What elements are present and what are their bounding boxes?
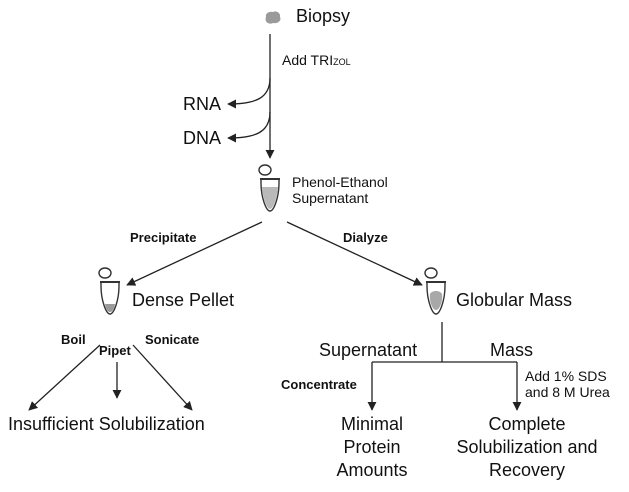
minimal-line3: Amounts: [336, 460, 408, 480]
trizol-suffix: ZOL: [333, 57, 351, 67]
biopsy-label: Biopsy: [296, 6, 351, 26]
sds-line1: Add 1% SDS: [525, 368, 607, 384]
phenol-line2: Supernatant: [292, 190, 369, 206]
arrow-precipitate: [126, 221, 263, 286]
complete-line3: Recovery: [488, 460, 566, 480]
phenol-line1: Phenol-Ethanol: [292, 174, 388, 190]
tube-icon: [424, 267, 446, 315]
minimal-line1: Minimal: [340, 414, 403, 434]
biopsy-icon: [265, 11, 281, 24]
pipet-label: Pipet: [99, 343, 131, 358]
dna-label: DNA: [183, 128, 222, 148]
arrow-boil: [28, 344, 101, 411]
arrow-to-rna: [227, 77, 271, 109]
globular-mass-label: Globular Mass: [456, 290, 573, 310]
arrow-to-dna: [227, 111, 271, 143]
dialyze-label: Dialyze: [343, 230, 388, 245]
sonicate-label: Sonicate: [145, 332, 200, 347]
trizol-prefix: Add TRI: [282, 52, 334, 68]
supernatant-label: Supernatant: [319, 340, 418, 360]
sds-line2: and 8 M Urea: [525, 384, 610, 400]
concentrate-label: Concentrate: [281, 377, 357, 392]
complete-line1: Complete: [488, 414, 566, 434]
precipitate-label: Precipitate: [130, 230, 197, 245]
tube-icon: [258, 164, 280, 212]
insufficient-label: Insufficient Solubilization: [8, 414, 205, 434]
mass-label: Mass: [490, 340, 534, 360]
tube-icon: [98, 267, 120, 315]
minimal-line2: Protein: [343, 437, 401, 457]
dense-pellet-label: Dense Pellet: [132, 290, 235, 310]
rna-label: RNA: [183, 94, 222, 114]
complete-line2: Solubilization and: [456, 437, 598, 457]
trizol-label: Add TRIZOL: [282, 52, 351, 68]
arrow-dialyze: [286, 221, 423, 286]
arrow-sonicate: [132, 344, 193, 411]
boil-label: Boil: [61, 332, 86, 347]
